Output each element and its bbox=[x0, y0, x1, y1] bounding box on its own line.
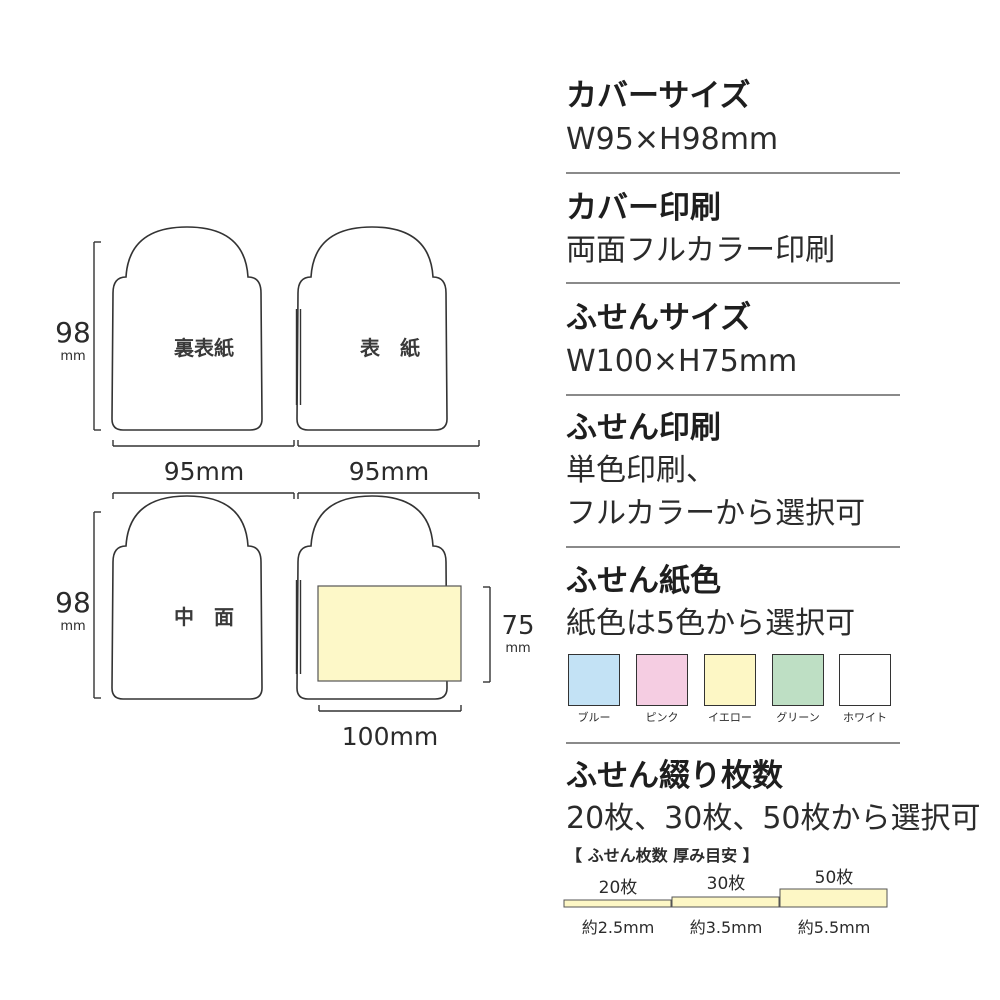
cover-print-value: 両面フルカラー印刷 bbox=[566, 233, 836, 268]
sticky-size-title: ふせんサイズ bbox=[566, 300, 752, 336]
swatch-blue bbox=[568, 654, 620, 706]
sticky-height-unit: mm bbox=[505, 641, 530, 656]
sticky-print-value-line2: フルカラーから選択可 bbox=[566, 496, 866, 531]
swatch-label-blue: ブルー bbox=[577, 711, 611, 724]
swatch-label-pink: ピンク bbox=[645, 711, 679, 724]
swatch-label-yellow: イエロー bbox=[708, 711, 752, 724]
cover-print-title: カバー印刷 bbox=[566, 190, 721, 226]
height-dimension-line bbox=[93, 511, 101, 699]
count-label-30: 30枚 bbox=[707, 874, 746, 894]
inside-label: 中 面 bbox=[174, 605, 234, 629]
swatch-white bbox=[839, 654, 891, 706]
thickness-label-30: 約3.5mm bbox=[690, 918, 763, 937]
sticky-width-label: 100mm bbox=[342, 722, 438, 751]
product-diagram: 裏表紙 表 紙 98 mm 95mm 95mm bbox=[55, 226, 535, 751]
swatch-yellow bbox=[704, 654, 756, 706]
stack-bar-20 bbox=[563, 899, 672, 908]
height-unit: mm bbox=[60, 619, 85, 634]
back-width-label: 95mm bbox=[164, 457, 245, 486]
cover-size-value: W95×H98mm bbox=[566, 122, 779, 157]
stack-bar-50 bbox=[779, 888, 888, 908]
back-cover-label: 裏表紙 bbox=[173, 336, 234, 360]
sticky-height-dimension-line bbox=[483, 586, 491, 683]
paper-color-value: 紙色は5色から選択可 bbox=[566, 606, 856, 641]
divider bbox=[566, 172, 900, 174]
sticky-height-value: 75 bbox=[501, 611, 534, 641]
cover-outside-diagram: 裏表紙 表 紙 98 mm 95mm 95mm bbox=[55, 226, 480, 486]
thickness-30: 30枚 約3.5mm bbox=[671, 874, 780, 937]
height-unit: mm bbox=[60, 349, 85, 364]
divider bbox=[566, 742, 900, 744]
divider bbox=[566, 546, 900, 548]
count-label-20: 20枚 bbox=[599, 878, 638, 898]
sheet-count-value: 20枚、30枚、50枚から選択可 bbox=[566, 801, 981, 836]
height-dimension-line bbox=[93, 241, 101, 431]
swatch-label-white: ホワイト bbox=[843, 711, 887, 724]
paper-color-title: ふせん紙色 bbox=[566, 563, 721, 599]
width-dimension-line bbox=[112, 440, 480, 447]
divider bbox=[566, 394, 900, 396]
sticky-note-pad bbox=[317, 585, 462, 682]
thickness-label-50: 約5.5mm bbox=[798, 918, 871, 937]
width-dimension-line bbox=[112, 492, 480, 499]
front-width-label: 95mm bbox=[349, 457, 430, 486]
cover-inside-diagram: 中 面 98 mm 75 mm 100mm bbox=[55, 492, 535, 751]
thickness-guide: 20枚 約2.5mm 30枚 約3.5mm 50枚 約5.5mm bbox=[563, 868, 888, 937]
swatch-label-green: グリーン bbox=[776, 711, 820, 724]
divider bbox=[566, 282, 900, 284]
swatch-green bbox=[772, 654, 824, 706]
swatch-pink bbox=[636, 654, 688, 706]
thickness-50: 50枚 約5.5mm bbox=[779, 868, 888, 937]
back-cover-panel bbox=[111, 226, 263, 431]
front-cover-panel bbox=[296, 226, 448, 431]
count-label-50: 50枚 bbox=[815, 868, 854, 888]
height-value: 98 bbox=[55, 316, 91, 349]
thickness-guide-title: 【 ふせん枚数 厚み目安 】 bbox=[566, 846, 759, 865]
sticky-print-value-line1: 単色印刷、 bbox=[566, 453, 716, 488]
sticky-width-dimension-line bbox=[318, 705, 462, 712]
stack-bar-30 bbox=[671, 896, 780, 908]
sticky-print-title: ふせん印刷 bbox=[566, 410, 721, 446]
sheet-count-title: ふせん綴り枚数 bbox=[566, 758, 783, 794]
inside-left-panel bbox=[111, 495, 263, 700]
front-cover-label: 表 紙 bbox=[360, 336, 420, 360]
height-value: 98 bbox=[55, 586, 91, 619]
cover-size-title: カバーサイズ bbox=[566, 78, 751, 114]
thickness-20: 20枚 約2.5mm bbox=[563, 878, 672, 937]
sticky-size-value: W100×H75mm bbox=[566, 344, 798, 379]
thickness-label-20: 約2.5mm bbox=[582, 918, 655, 937]
